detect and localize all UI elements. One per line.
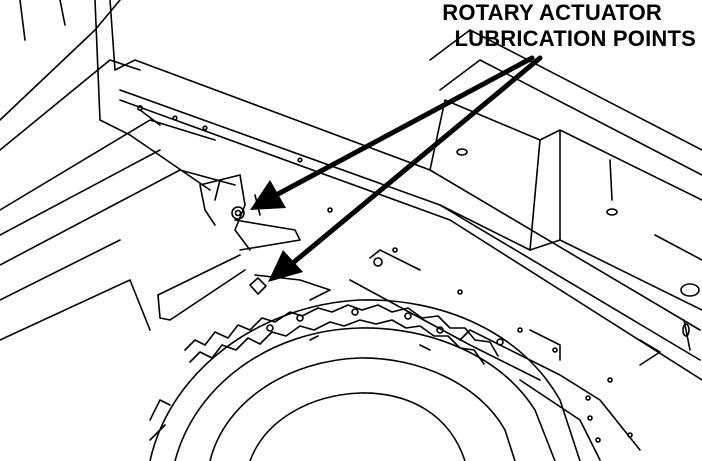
upper-housing — [429, 29, 702, 366]
callout-label-line-2: LUBRICATION POINTS — [454, 26, 696, 51]
main-beam — [114, 59, 702, 383]
callout-arrowhead-lower — [268, 250, 303, 282]
callout-label-line-1: ROTARY ACTUATOR — [442, 0, 662, 25]
callout-arrowhead-upper — [250, 180, 286, 210]
callout-arrow-lower — [291, 55, 543, 265]
lower-bracket — [349, 249, 641, 461]
left-frame-panels — [0, 0, 236, 341]
callout-arrows — [250, 55, 543, 282]
large-wheel — [149, 299, 581, 461]
actuator-arms — [157, 174, 331, 321]
callout-arrow-upper — [275, 55, 535, 197]
